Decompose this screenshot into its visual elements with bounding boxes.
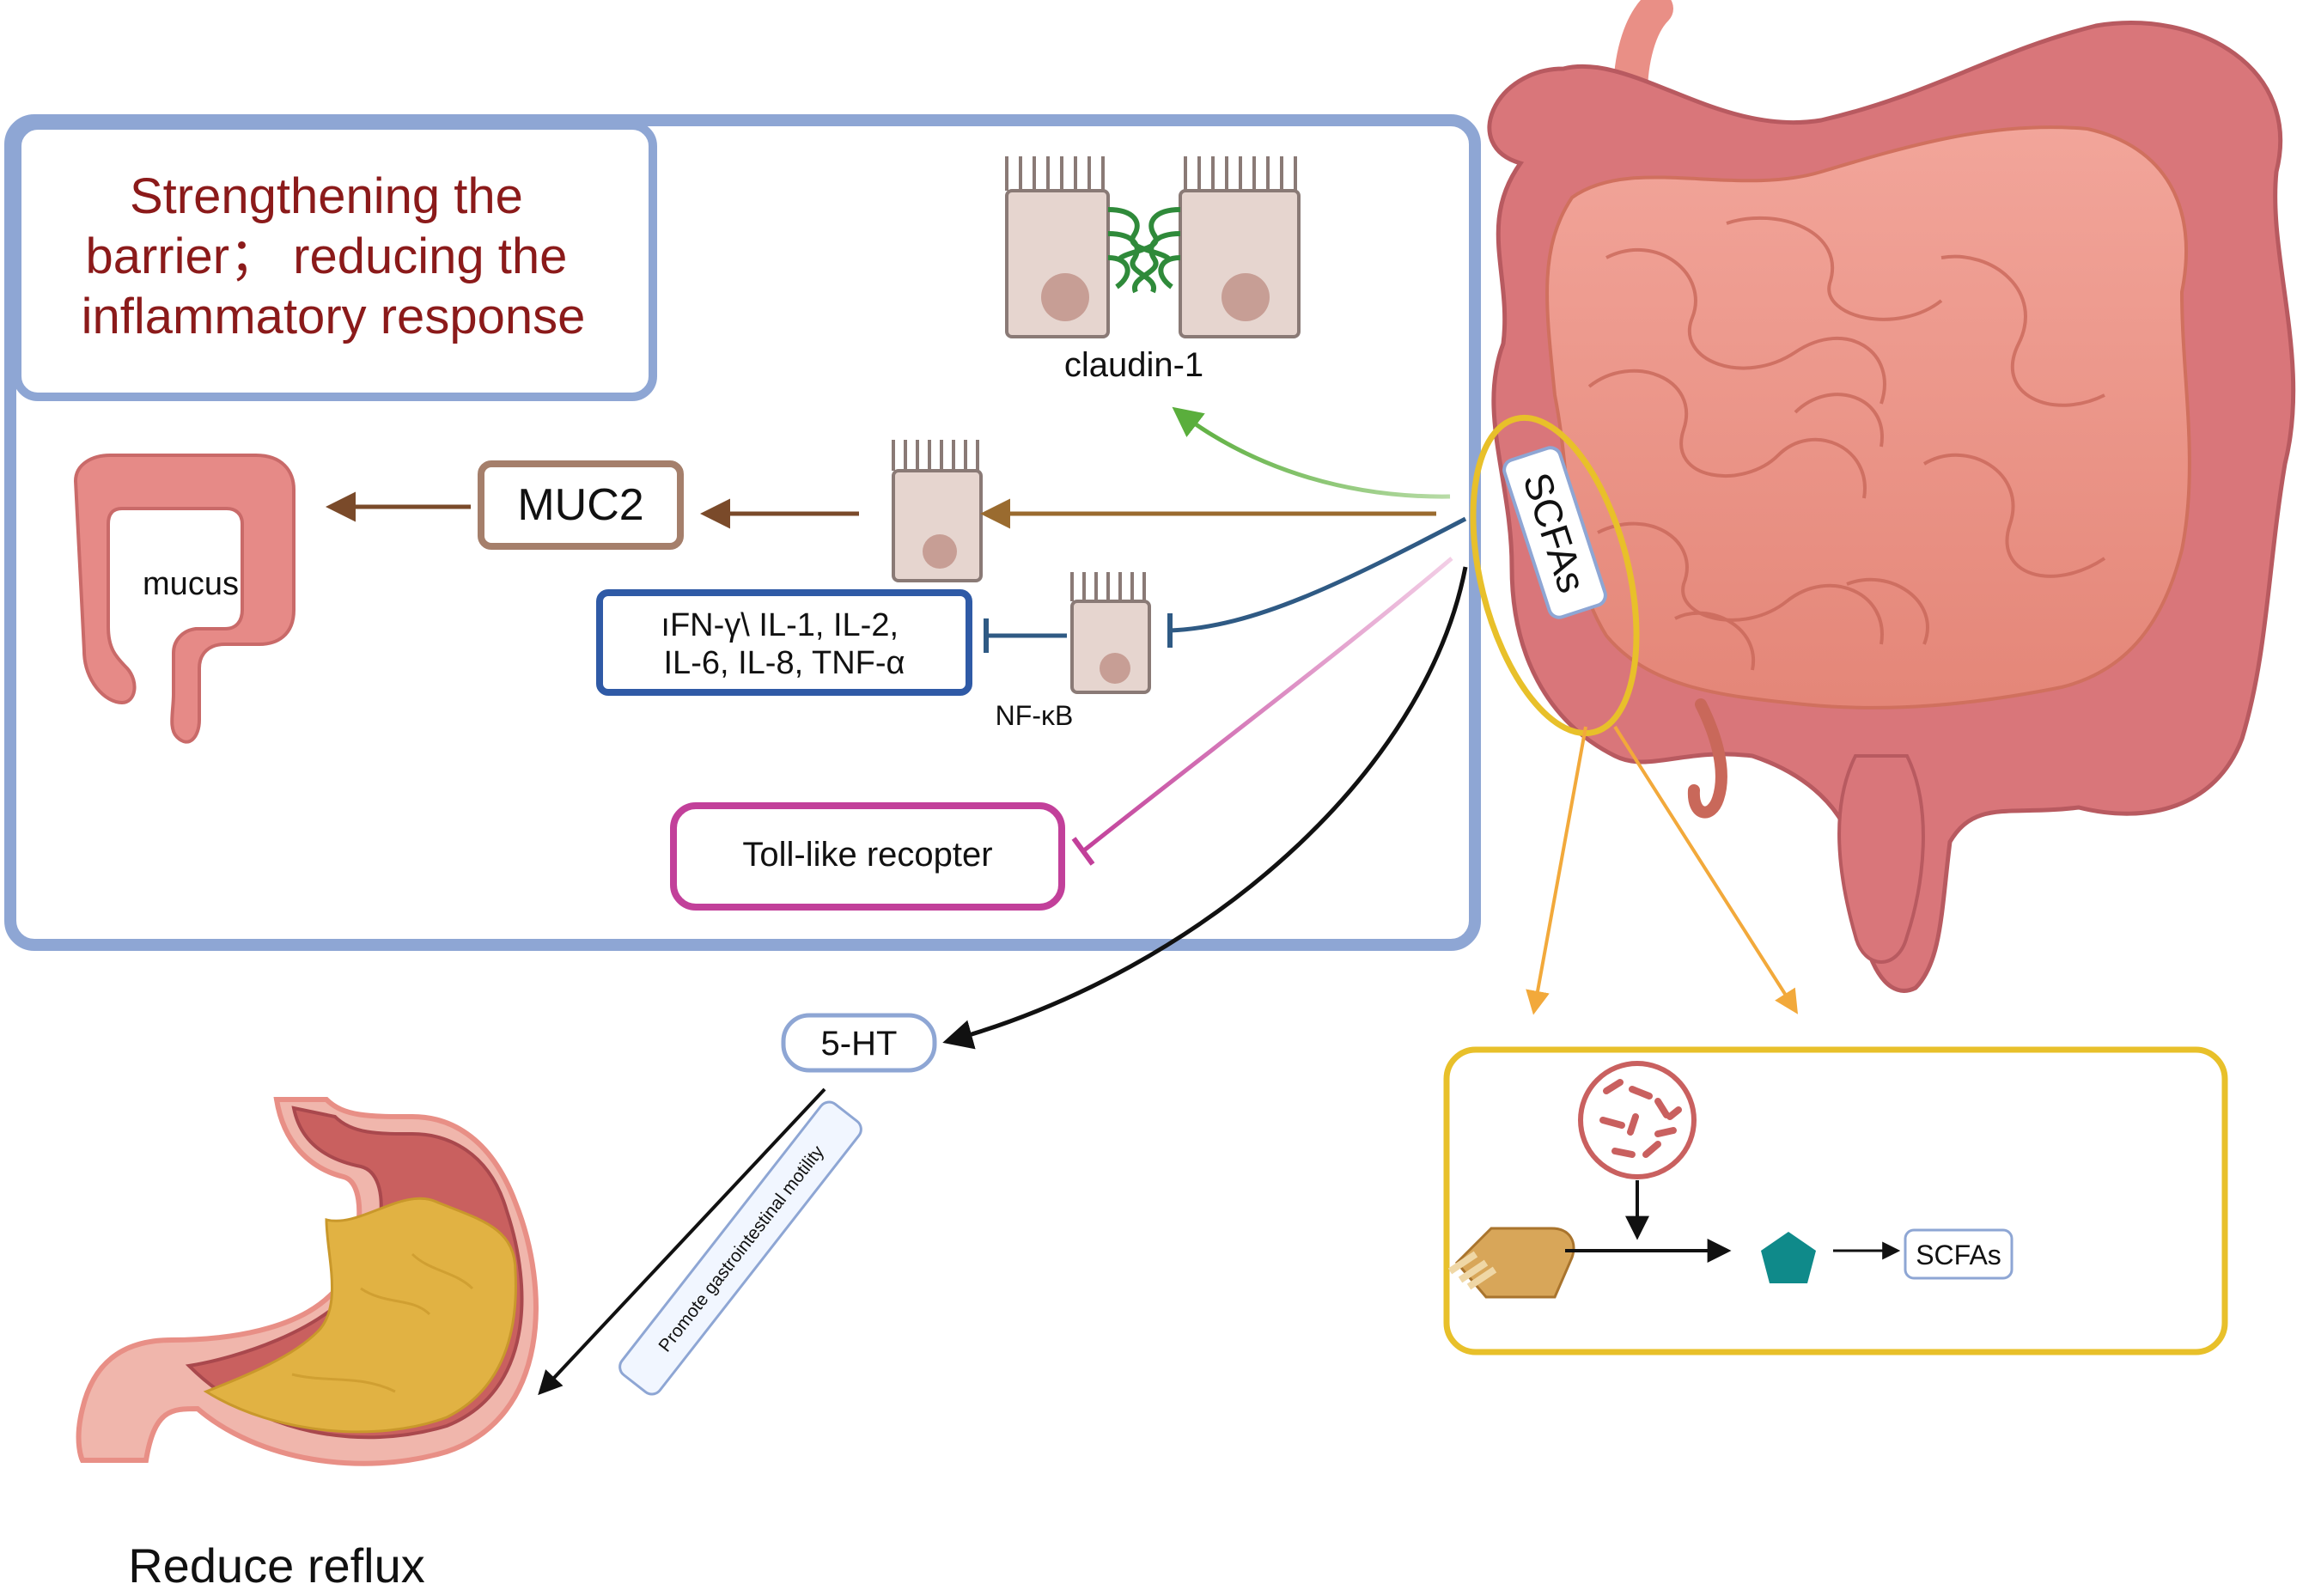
muc2-box — [478, 460, 684, 550]
claudin-cells-icon — [1005, 156, 1301, 338]
cytokines-text: ıFN-γ\ IL-1, IL-2, IL-6, IL-8, TNF-α — [661, 607, 907, 681]
serotonin-pill — [781, 1013, 937, 1073]
serotonin-label: 5-HT — [821, 1025, 898, 1063]
mucus-label: mucus — [143, 566, 239, 602]
title-box — [13, 121, 657, 401]
title-line-1: Strengthening the — [130, 168, 523, 224]
arrow-to-5ht — [942, 566, 1468, 1050]
arrow-to-claudin — [1172, 406, 1451, 499]
cytokines-line-2: IL-6, IL-8, TNF-α — [664, 645, 905, 681]
colon-icon — [73, 454, 295, 744]
cytokines-box — [596, 589, 972, 696]
claudin-label: claudin-1 — [1064, 346, 1203, 384]
scfa-highlight — [1470, 414, 1640, 737]
motility-tag: Promote gastrointestinal motility — [618, 1100, 862, 1396]
small-intestine-icon — [1487, 0, 2296, 993]
muc2-label: MUC2 — [517, 480, 643, 530]
bacteria-icon — [1578, 1061, 1697, 1179]
panel-title: Strengthening the barrier； reducing the … — [82, 168, 586, 344]
pentagon-icon — [1761, 1232, 1816, 1283]
scfa-output-label: SCFAs — [1916, 1240, 2001, 1270]
cytokines-line-1: ıFN-γ\ IL-1, IL-2, — [661, 607, 899, 643]
outcome-label: Reduce reflux — [128, 1538, 425, 1593]
inhibit-tlr — [1071, 557, 1453, 866]
inhibit-nfkb — [1167, 516, 1467, 648]
inhibit-cytokines — [984, 618, 1067, 653]
title-line-2: barrier； reducing the — [85, 228, 567, 284]
stomach-icon — [76, 1097, 539, 1466]
bread-icon — [1447, 1227, 1575, 1299]
epithelial-cell-icon — [892, 440, 983, 582]
arrow-to-production-left — [1526, 726, 1587, 1015]
tlr-label: Toll-like recopter — [742, 836, 992, 874]
arrow-to-production-right — [1613, 725, 1799, 1014]
motility-label: Promote gastrointestinal motility — [655, 1142, 829, 1355]
production-box — [1443, 1046, 2228, 1355]
scfa-output-box — [1904, 1228, 2014, 1280]
nfkb-cell-icon — [1070, 572, 1151, 694]
tlr-box — [670, 802, 1065, 911]
title-line-3: inflammatory response — [82, 289, 586, 344]
arrow-to-stomach — [538, 1087, 826, 1396]
nfkb-label: NF-κB — [996, 700, 1074, 731]
